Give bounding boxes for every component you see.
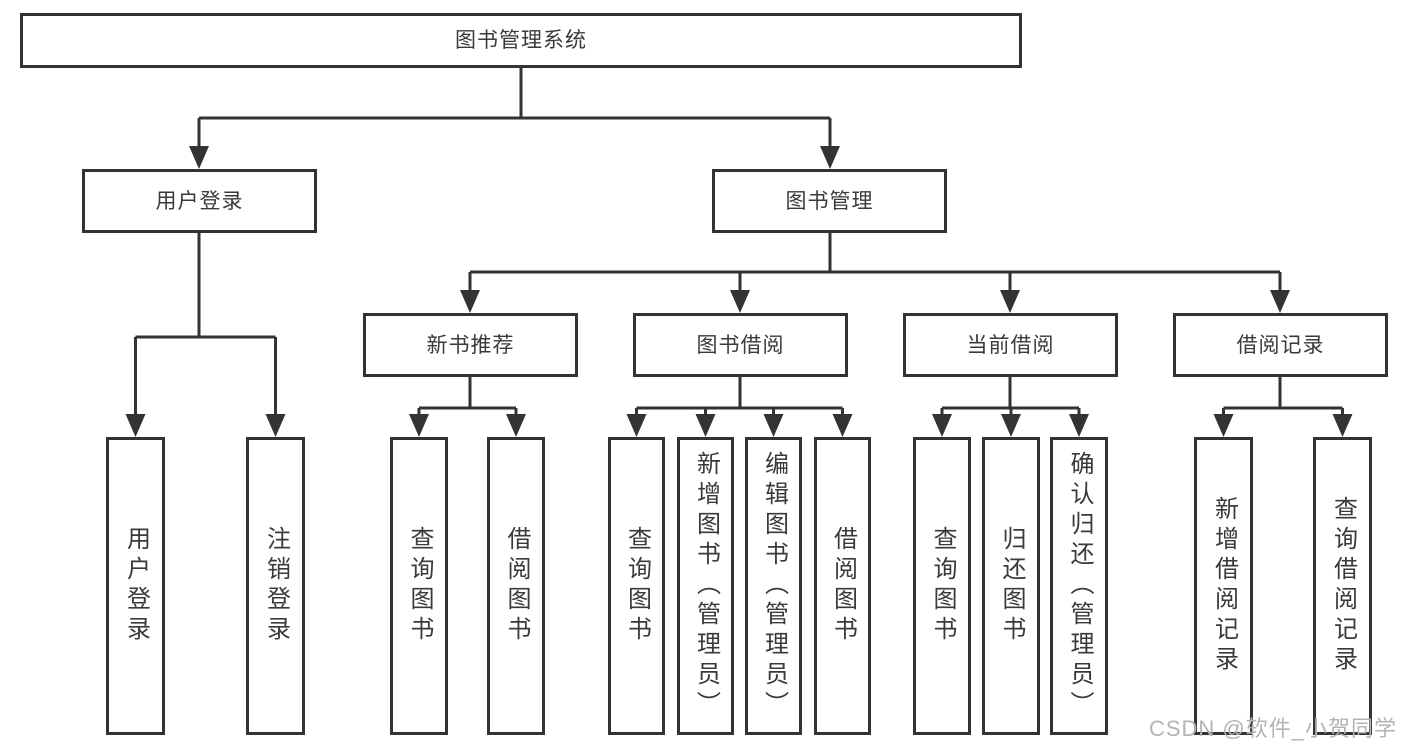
node-current-borrow: 当前借阅: [903, 313, 1118, 377]
leaf-cb-return-book: 归还图书: [982, 437, 1040, 735]
connector-path: [134, 68, 1344, 416]
node-new-book-recommend: 新书推荐: [363, 313, 578, 377]
leaf-bb-add-book: 新增图书（管理员）: [677, 437, 734, 735]
leaf-logout: 注销登录: [246, 437, 305, 735]
arrowheads: [125, 146, 1353, 437]
leaf-user-login: 用户登录: [106, 437, 165, 735]
node-user-login: 用户登录: [82, 169, 317, 233]
leaf-cb-confirm-return: 确认归还（管理员）: [1050, 437, 1108, 735]
leaf-br-add-record: 新增借阅记录: [1194, 437, 1253, 735]
csdn-watermark: CSDN @软件_小贺同学: [1148, 716, 1397, 741]
leaf-cb-query-book: 查询图书: [913, 437, 971, 735]
leaf-bb-borrow-book: 借阅图书: [814, 437, 871, 735]
node-book-management: 图书管理: [712, 169, 947, 233]
node-root: 图书管理系统: [20, 13, 1022, 68]
leaf-rec-borrow-book: 借阅图书: [487, 437, 545, 735]
leaf-bb-edit-book: 编辑图书（管理员）: [745, 437, 802, 735]
leaf-bb-query-book: 查询图书: [608, 437, 665, 735]
leaf-rec-query-book: 查询图书: [390, 437, 448, 735]
node-borrow-record: 借阅记录: [1173, 313, 1388, 377]
node-book-borrow: 图书借阅: [633, 313, 848, 377]
leaf-br-query-record: 查询借阅记录: [1313, 437, 1372, 735]
